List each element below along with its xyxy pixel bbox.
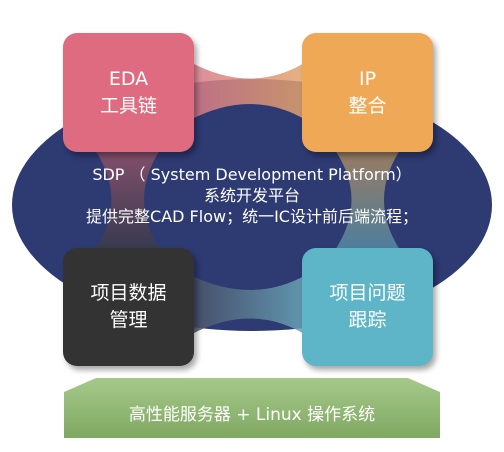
module-issue-line2: 跟踪 [348, 309, 387, 331]
platform-summary: 提供完整CAD Flow；统一IC设计前后端流程； [86, 207, 418, 226]
platform-title: SDP （ System Development Platform） [92, 165, 412, 184]
base-platform-label: 高性能服务器 + Linux 操作系统 [128, 405, 376, 425]
module-eda-toolchain: EDA 工具链 [63, 33, 194, 152]
connector-top [190, 62, 306, 120]
platform-subtitle: 系统开发平台 [203, 186, 300, 205]
base-platform-shape [64, 378, 440, 438]
platform-description: SDP （ System Development Platform） 系统开发平… [40, 164, 464, 227]
module-ip-line2: 整合 [348, 94, 387, 117]
module-issue-line1: 项目问题 [329, 282, 406, 304]
module-project-data: 项目数据 管理 [63, 248, 194, 366]
module-data-line1: 项目数据 [90, 282, 167, 304]
module-issue-tracking: 项目问题 跟踪 [302, 248, 433, 366]
module-eda-line2: 工具链 [99, 94, 157, 117]
connector-left [95, 150, 160, 250]
module-eda-line1: EDA [108, 67, 149, 90]
module-ip-integration: IP 整合 [302, 33, 433, 152]
connector-right [335, 150, 400, 250]
module-ip-line1: IP [358, 67, 377, 90]
connector-bottom [190, 275, 306, 335]
module-data-line2: 管理 [109, 309, 148, 331]
